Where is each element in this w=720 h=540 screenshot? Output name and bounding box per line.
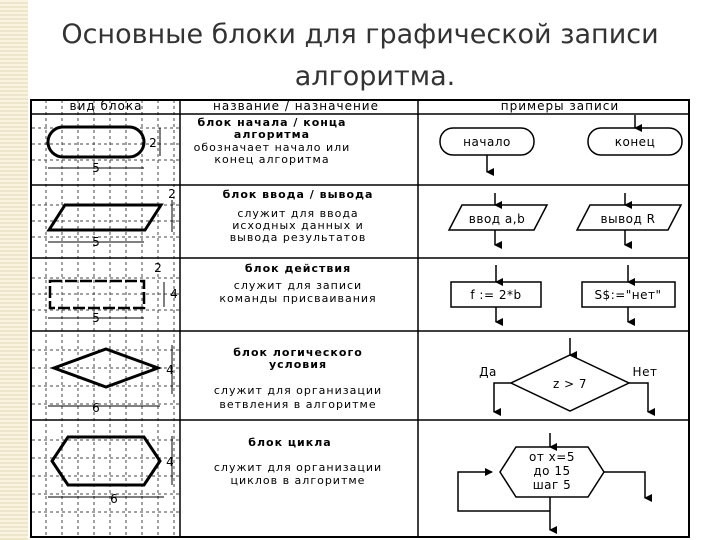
io-shape — [46, 203, 164, 232]
dim-width: 5 — [92, 161, 100, 175]
row-process: 5 2 4 блок действия служит для записи ко… — [48, 261, 676, 326]
example-label: шаг 5 — [533, 478, 572, 492]
header-shape: вид блока — [70, 99, 143, 113]
row-decision: 6 4 блок логического условия служит для … — [48, 338, 658, 416]
terminator-shape — [46, 125, 146, 159]
header-examples: примеры записи — [501, 99, 619, 113]
row-loop: 6 4 блок цикла служит для организации ци… — [48, 433, 652, 534]
title-line-1: Основные блоки для графической записи — [61, 19, 659, 50]
row-name: блок ввода / вывода — [223, 188, 374, 201]
example-label: S$:="нет" — [594, 288, 661, 302]
example-label: вывод R — [601, 212, 656, 226]
dim-width: 5 — [92, 235, 100, 249]
process-shape — [48, 279, 146, 310]
dim-height: 4 — [166, 455, 174, 469]
row-name: блок цикла — [248, 436, 331, 449]
row-name: блок действия — [245, 262, 351, 275]
example-label: ввод a,b — [469, 212, 525, 226]
branch-no-label: Нет — [633, 365, 658, 379]
row-input-output: 5 2 блок ввода / вывода служит для ввода… — [46, 187, 683, 249]
example-label: начало — [463, 135, 511, 149]
decorative-stripe — [0, 0, 28, 540]
example-io-input — [447, 204, 549, 231]
row-name: блок логического — [233, 346, 363, 359]
row-desc: служит для записи — [234, 279, 362, 292]
row-desc: ветвления в алгоритме — [219, 398, 376, 411]
dim-width: 5 — [92, 311, 100, 325]
header-name: название / назначение — [213, 99, 379, 113]
example-label: z > 7 — [553, 377, 587, 391]
example-label: конец — [615, 135, 656, 149]
row-desc: служит для организации — [214, 461, 382, 474]
dim-height: 2 — [168, 187, 176, 201]
loop-shape — [50, 435, 162, 487]
example-decision — [509, 354, 631, 412]
dim-width: 6 — [92, 401, 100, 415]
row-terminator: 5 2 блок начала / конца алгоритма обозна… — [46, 115, 683, 176]
row-desc: конец алгоритма — [214, 153, 329, 166]
row-desc: вывода результатов — [230, 231, 367, 244]
example-label: от x=5 — [529, 450, 575, 464]
branch-yes-label: Да — [479, 365, 497, 379]
page-title: Основные блоки для графической записи ал… — [40, 14, 700, 98]
table-borders — [30, 99, 690, 538]
dim-height: 2 — [149, 136, 157, 150]
row-desc: служит для ввода — [237, 207, 358, 220]
dim-width: 6 — [110, 492, 118, 506]
dim-height: 4 — [170, 287, 178, 301]
dim-top: 2 — [154, 261, 162, 275]
row-desc: команды присваивания — [219, 292, 376, 305]
row-desc: обозначает начало или — [194, 141, 351, 154]
dim-height: 4 — [166, 363, 174, 377]
example-loop — [499, 446, 605, 498]
example-io-output — [575, 204, 683, 231]
row-desc: служит для организации — [214, 384, 382, 397]
row-name: блок начала / конца — [198, 116, 347, 129]
row-name: условия — [269, 358, 327, 371]
row-name: алгоритма — [234, 128, 310, 141]
example-label: до 15 — [533, 464, 570, 478]
row-desc: циклов в алгоритме — [231, 474, 366, 487]
decision-shape — [49, 347, 163, 389]
example-label: f := 2*b — [470, 288, 521, 302]
row-desc: исходных данных и — [232, 219, 364, 232]
title-line-2: алгоритма. — [294, 61, 456, 92]
